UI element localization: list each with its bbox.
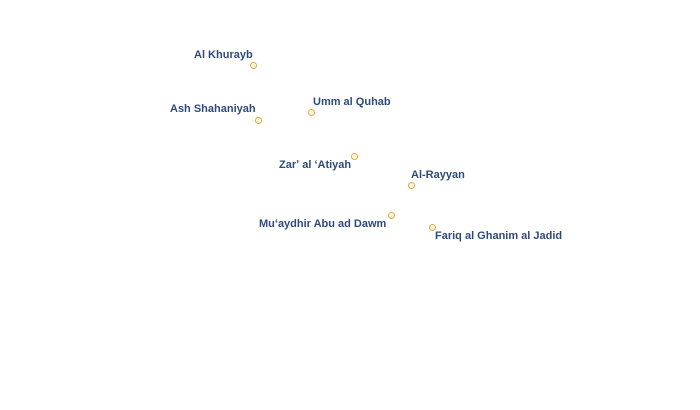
place-marker-fariq-al-ghanim-al-jadid[interactable]	[429, 224, 436, 231]
place-label-al-rayyan: Al-Rayyan	[411, 169, 465, 181]
place-label-fariq-al-ghanim-al-jadid: Fariq al Ghanim al Jadid	[435, 230, 563, 242]
place-marker-muaydhir-abu-ad-dawm[interactable]	[388, 212, 395, 219]
place-marker-al-rayyan[interactable]	[408, 182, 415, 189]
place-label-al-khurayb: Al Khurayb	[194, 49, 253, 61]
place-label-umm-al-quhab: Umm al Quhab	[313, 96, 391, 108]
place-marker-al-khurayb[interactable]	[250, 62, 257, 69]
place-label-zar-al-atiyah: Zarʼ al ʻAtiyah	[279, 159, 352, 171]
place-label-ash-shahaniyah: Ash Shahaniyah	[170, 103, 256, 115]
place-marker-zar-al-atiyah[interactable]	[351, 153, 358, 160]
place-label-muaydhir-abu-ad-dawm: Muʻaydhir Abu ad Dawm	[259, 218, 387, 230]
place-marker-umm-al-quhab[interactable]	[308, 109, 315, 116]
place-marker-ash-shahaniyah[interactable]	[255, 117, 262, 124]
